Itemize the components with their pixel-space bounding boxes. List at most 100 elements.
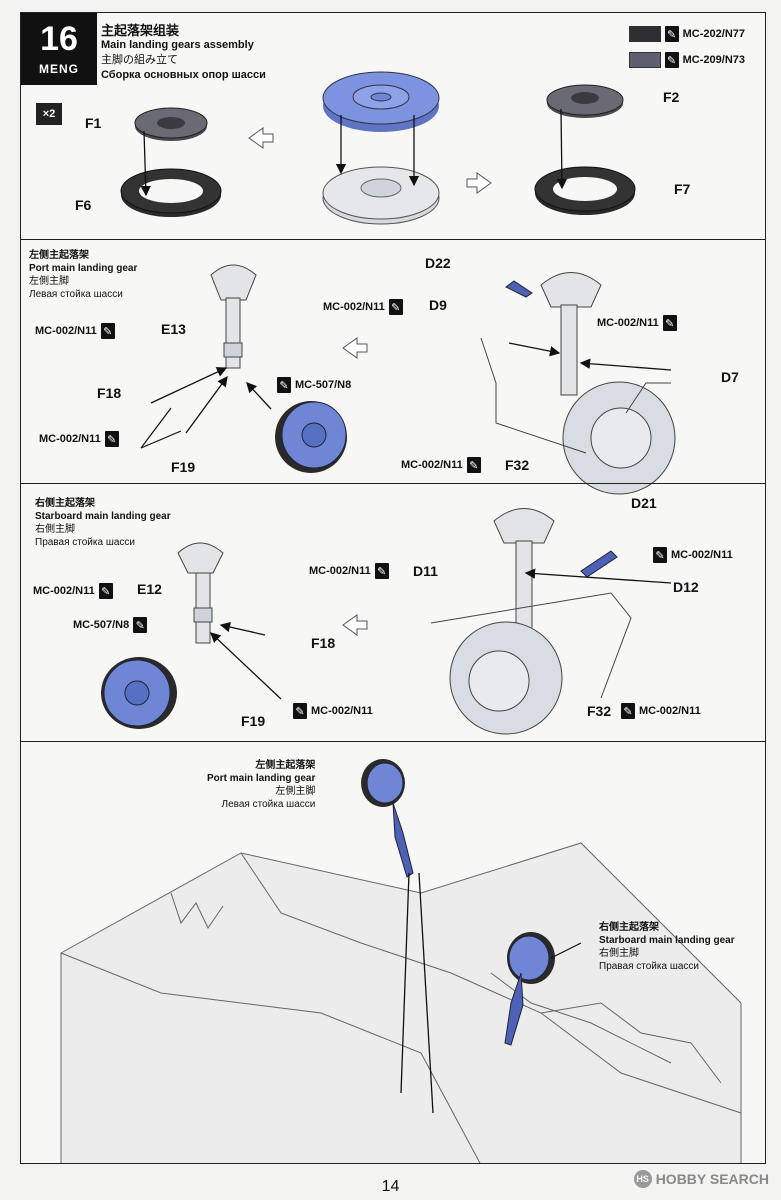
- wheel-assembly-illustration: [322, 71, 440, 225]
- paint-code: MC-002/N11: [311, 705, 373, 717]
- paint-code: MC-002/N11: [401, 459, 463, 471]
- paint-callout: MC-002/N11✎: [309, 563, 393, 579]
- paint-callout: ✎MC-002/N11: [649, 547, 733, 563]
- brush-icon: ✎: [98, 583, 113, 599]
- part-label-f19: F19: [171, 459, 196, 475]
- port-gear-assembled-illustration: [480, 272, 676, 495]
- brush-icon: ✎: [664, 26, 679, 42]
- paint-code: MC-002/N11: [597, 317, 659, 329]
- part-label-f19: F19: [241, 713, 266, 729]
- stbd-installed-ja: 右側主脚: [599, 948, 639, 959]
- paint-callout: MC-002/N11✎: [39, 431, 123, 447]
- paint-callout: ✎MC-002/N11: [617, 703, 701, 719]
- part-label-f18: F18: [311, 635, 336, 651]
- paint-callout: ✎ MC-507/N8: [273, 377, 351, 393]
- paint-callout: MC-002/N11✎: [35, 323, 119, 339]
- brush-icon: ✎: [277, 377, 291, 393]
- paint-code: MC-002/N11: [39, 433, 101, 445]
- stbd-strut-illustration: [177, 542, 224, 644]
- watermark-logo: HS: [633, 1170, 652, 1188]
- paint-code: MC-002/N11: [309, 565, 371, 577]
- port-installed-en: Port main landing gear: [207, 773, 316, 784]
- stbd-title-ja: 右側主脚: [35, 524, 75, 535]
- brush-icon: ✎: [664, 52, 679, 68]
- paint-code: MC-002/N11: [35, 325, 97, 337]
- paint-code: MC-507/N8: [73, 619, 130, 631]
- paint-code: MC-002/N11: [33, 585, 95, 597]
- brush-icon: ✎: [374, 563, 389, 579]
- paint-callout: MC-002/N11✎: [33, 583, 117, 599]
- paint-legend: ✎ MC-202/N77 ✎ MC-209/N73: [628, 21, 745, 73]
- stbd-title-en: Starboard main landing gear: [35, 511, 171, 522]
- tire-f7-illustration: [534, 166, 636, 215]
- paint-callout: ✎MC-002/N11: [289, 703, 373, 719]
- brush-icon: ✎: [104, 431, 119, 447]
- part-label-f7: F7: [674, 181, 691, 197]
- part-label-d12: D12: [673, 579, 699, 595]
- step-arrow-4: [342, 614, 368, 636]
- part-label-d11: D11: [413, 563, 438, 579]
- port-installed-ru: Левая стойка шасси: [221, 799, 316, 810]
- part-label-f6: F6: [75, 197, 92, 213]
- part-label-e12: E12: [137, 581, 162, 597]
- watermark-text: HOBBY SEARCH: [655, 1171, 769, 1187]
- paint-callout: MC-002/N11✎: [401, 457, 485, 473]
- part-label-f32: F32: [505, 457, 530, 473]
- port-installed-ja: 左側主脚: [275, 786, 316, 797]
- step-title: 主起落架组装 Main landing gears assembly 主脚の組み…: [101, 23, 266, 83]
- hub-f1-illustration: [134, 107, 208, 141]
- brush-icon: ✎: [662, 315, 677, 331]
- part-label-d7: D7: [721, 369, 739, 385]
- port-title-zh: 左侧主起落架: [29, 250, 89, 261]
- paint-code: MC-209/N73: [682, 54, 745, 66]
- part-label-e13: E13: [161, 321, 186, 337]
- instruction-page: 16 MENG 主起落架组装 Main landing gears assemb…: [20, 12, 766, 1164]
- hub-f2-illustration: [546, 84, 624, 118]
- port-title-ja: 左側主脚: [29, 276, 69, 287]
- part-label-d9: D9: [429, 297, 447, 313]
- paint-code: MC-002/N11: [323, 301, 385, 313]
- part-label-f18: F18: [97, 385, 122, 401]
- port-gear-installed-illustration: [361, 759, 434, 1114]
- title-ja: 主脚の組み立て: [101, 54, 178, 66]
- paint-legend-row: ✎ MC-202/N77: [628, 21, 745, 47]
- step-arrow-1: [248, 127, 274, 149]
- brush-icon: ✎: [621, 703, 635, 719]
- title-ru: Сборка основных опор шасси: [101, 69, 266, 81]
- step-number: 16: [40, 20, 78, 58]
- part-label-f32: F32: [587, 703, 612, 719]
- port-gear-title: 左侧主起落架 Port main landing gear 左側主脚 Левая…: [29, 249, 137, 301]
- port-title-en: Port main landing gear: [29, 263, 138, 274]
- stbd-installed-en: Starboard main landing gear: [599, 935, 735, 946]
- paint-legend-row: ✎ MC-209/N73: [628, 47, 745, 73]
- brush-icon: ✎: [466, 457, 481, 473]
- color-swatch: [628, 26, 661, 42]
- section-divider: [21, 239, 765, 240]
- stbd-wheel-side-illustration: [101, 657, 177, 729]
- paint-callout: MC-002/N11✎: [323, 299, 407, 315]
- watermark: HS HOBBY SEARCH: [633, 1170, 769, 1188]
- brush-icon: ✎: [388, 299, 403, 315]
- paint-callout: MC-507/N8✎: [73, 617, 151, 633]
- title-en: Main landing gears assembly: [101, 39, 254, 51]
- step-arrow-3: [342, 337, 368, 359]
- tire-f6-illustration: [120, 168, 222, 217]
- port-installed-label: 左侧主起落架 Port main landing gear 左側主脚 Левая…: [207, 759, 315, 811]
- section-divider: [21, 483, 765, 484]
- step-arrow-2: [466, 172, 492, 194]
- port-strut-illustration: [210, 264, 257, 369]
- quantity-badge: ×2: [36, 103, 62, 125]
- title-zh: 主起落架组装: [101, 23, 180, 38]
- stbd-gear-installed-illustration: [504, 932, 582, 1046]
- paint-code: MC-507/N8: [295, 379, 352, 391]
- section-divider: [21, 741, 765, 742]
- part-label-f2: F2: [663, 89, 680, 105]
- paint-callout: MC-002/N11✎: [597, 315, 681, 331]
- part-label-d22: D22: [425, 255, 451, 271]
- part-label-d21: D21: [631, 495, 657, 511]
- assembly-artwork: [60, 71, 742, 1163]
- stbd-title-zh: 右侧主起落架: [35, 498, 95, 509]
- color-swatch: [628, 52, 661, 68]
- paint-code: MC-202/N77: [682, 28, 745, 40]
- stbd-installed-zh: 右侧主起落架: [599, 922, 659, 933]
